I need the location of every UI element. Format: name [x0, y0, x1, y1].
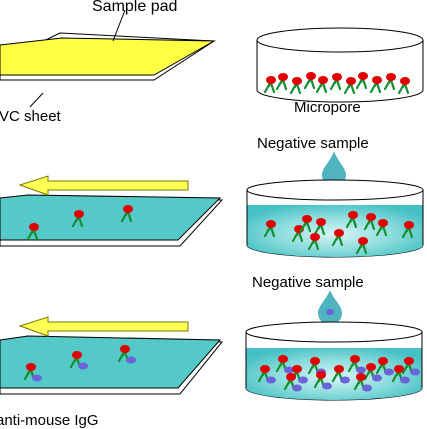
antigen-antibody-complex: [391, 365, 410, 384]
antigen-antibody-complex: [375, 219, 388, 237]
antigen-antibody-complex: [291, 225, 304, 243]
micropore-antigens: [263, 72, 410, 95]
label-pvc-sheet: VC sheet: [0, 108, 61, 125]
antigen-antibody-complex: [120, 205, 133, 223]
antigen-antibody-complex: [397, 77, 410, 95]
sample-pad-pointer: [112, 9, 126, 42]
antigen-antibody-complex: [289, 77, 302, 95]
sample-pad: [0, 37, 216, 76]
antigen-antibody-complex: [289, 365, 308, 384]
antigen-antibody-complex: [71, 210, 84, 228]
label-negative-sample-1: Negative sample: [257, 135, 369, 152]
antigen-antibody-complex: [345, 211, 358, 229]
antigen-antibody-complex: [275, 73, 288, 91]
antigen-antibody-complex: [355, 237, 368, 255]
container-row2-antigens: [263, 211, 414, 255]
drop-row2: [322, 151, 346, 187]
antigen-antibody-complex: [363, 213, 376, 231]
antigen-antibody-complex: [383, 73, 396, 91]
label-negative-sample-2: Negative sample: [252, 274, 364, 291]
antigen-antibody-complex: [307, 357, 326, 376]
flow-arrow-row3: [18, 316, 189, 337]
antigen-antibody-complex: [23, 363, 42, 382]
antigen-antibody-complex: [375, 357, 394, 376]
antigen-antibody-complex: [26, 223, 39, 241]
antigen-antibody-complex: [369, 76, 382, 94]
antigen-antibody-complex: [275, 355, 294, 374]
pvc-sheet-row1: [0, 32, 216, 81]
strip-row2-antigens: [26, 205, 133, 241]
container-row3-antigens: [257, 355, 420, 392]
container-row2: [246, 179, 424, 258]
label-micropore: Micropore: [294, 99, 361, 116]
antigen-antibody-complex: [363, 363, 382, 382]
antigen-antibody-complex: [313, 371, 332, 390]
label-anti-mouse-igg: anti-mouse IgG: [0, 412, 99, 429]
antigen-antibody-complex: [263, 220, 276, 238]
label-sample-pad: Sample pad: [92, 0, 178, 15]
antigen-antibody-complex: [307, 233, 320, 251]
antigen-antibody-complex: [313, 218, 326, 236]
antigen-antibody-complex: [343, 77, 356, 95]
antigen-antibody-complex: [315, 76, 328, 94]
antigen-antibody-complex: [401, 357, 420, 376]
micropore-container: [256, 27, 424, 103]
test-strip-row3: [0, 335, 224, 395]
test-strip-row2: [0, 194, 224, 247]
pvc-sheet-pointer: [29, 92, 44, 108]
container-row3: [245, 321, 423, 401]
flow-arrow-row2: [18, 175, 189, 196]
antigen-antibody-complex: [355, 72, 368, 90]
strip-row3-antigens: [23, 345, 136, 382]
antigen-antibody-complex: [401, 221, 414, 239]
antigen-antibody-complex: [117, 345, 136, 364]
antigen-antibody-complex: [347, 355, 366, 374]
antigen-antibody-complex: [69, 351, 88, 370]
antigen-antibody-complex: [299, 215, 312, 233]
antigen-antibody-complex: [331, 229, 344, 247]
antigen-antibody-complex: [283, 373, 302, 392]
antigen-antibody-complex: [331, 365, 350, 384]
antigen-antibody-complex: [263, 76, 276, 94]
antigen-antibody-complex: [329, 73, 342, 91]
antigen-antibody-complex: [257, 365, 276, 384]
drop-row3: [318, 290, 342, 325]
antigen-antibody-complex: [303, 72, 316, 90]
antigen-antibody-complex: [353, 373, 372, 392]
